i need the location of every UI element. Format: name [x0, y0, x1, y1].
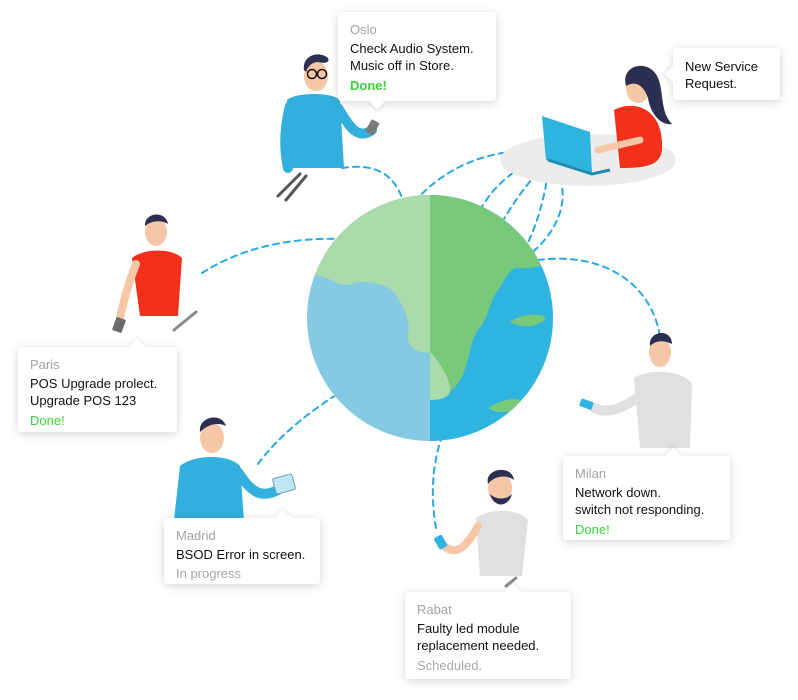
- status-in-progress: In progress: [176, 566, 242, 581]
- support-agent: [500, 65, 676, 186]
- card-new-service-request: New Service Request.: [673, 48, 780, 100]
- card-message: Check Audio System. Music off in Store.: [350, 41, 474, 73]
- technician-oslo: [276, 54, 380, 202]
- technician-rabat: [434, 469, 528, 588]
- card-message: BSOD Error in screen.: [176, 547, 306, 562]
- status-done: Done!: [30, 413, 65, 428]
- card-location: Rabat: [417, 602, 452, 617]
- technician-madrid: [174, 417, 296, 520]
- wrench-icon: [172, 310, 198, 332]
- phone-icon: [579, 398, 594, 410]
- tablet-icon: [272, 473, 296, 495]
- card-message: New Service Request.: [685, 59, 758, 91]
- card-location: Oslo: [350, 22, 377, 37]
- pliers-icon: [276, 172, 308, 202]
- card-location: Milan: [575, 466, 607, 481]
- card-oslo: Oslo Check Audio System. Music off in St…: [338, 12, 496, 101]
- phone-icon: [434, 534, 448, 550]
- card-milan: Milan Network down. switch not respondin…: [563, 456, 730, 540]
- card-madrid: Madrid BSOD Error in screen. In progress: [164, 518, 320, 584]
- connection-line-rabat: [431, 379, 476, 529]
- connection-line-request-4: [524, 177, 564, 259]
- card-location: Paris: [30, 357, 60, 372]
- card-location: Madrid: [176, 528, 216, 543]
- phone-icon: [365, 119, 380, 136]
- status-done: Done!: [350, 78, 387, 93]
- card-message: Network down. switch not responding.: [575, 485, 705, 517]
- wrench-icon: [504, 576, 518, 588]
- status-scheduled: Scheduled.: [417, 658, 483, 673]
- card-message: Faulty led module replacement needed.: [417, 621, 540, 653]
- card-paris: Paris POS Upgrade prolect. Upgrade POS 1…: [18, 347, 177, 432]
- card-message: POS Upgrade prolect. Upgrade POS 123: [30, 376, 158, 408]
- technician-paris: [112, 214, 198, 333]
- connection-line-milan: [537, 257, 661, 337]
- status-done: Done!: [575, 522, 610, 537]
- tablet-icon: [112, 317, 126, 333]
- connection-line-oslo: [341, 165, 406, 209]
- card-rabat: Rabat Faulty led module replacement need…: [405, 592, 571, 679]
- technician-milan: [579, 332, 692, 448]
- laptop-icon: [542, 116, 611, 176]
- globe-icon: [307, 195, 553, 441]
